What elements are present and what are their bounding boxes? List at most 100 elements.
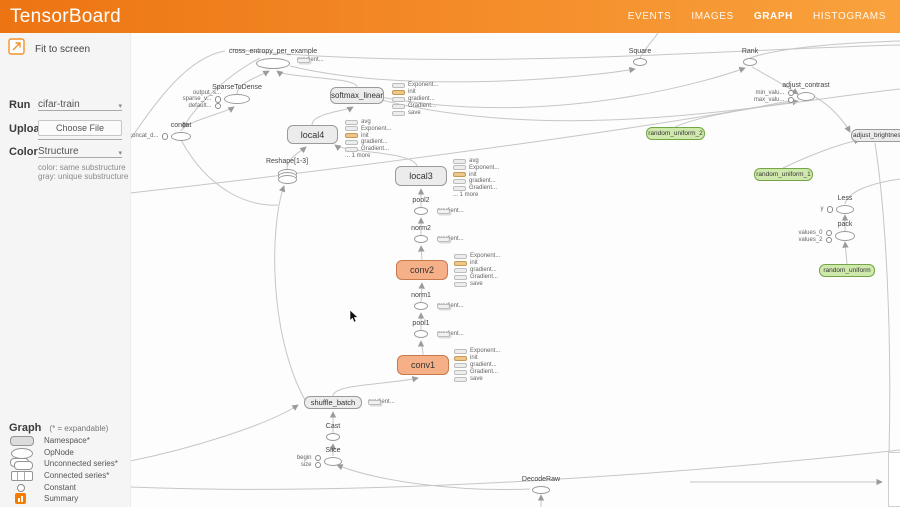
legend-item: Constant [8, 481, 130, 493]
annotation[interactable]: Gradient... [345, 146, 389, 152]
annotation[interactable]: gradient... [454, 267, 497, 273]
annotation[interactable]: gradient... [297, 57, 324, 63]
annotation[interactable]: save [454, 281, 483, 287]
annotation[interactable]: Exponent... [454, 348, 500, 354]
annotation-label: Exponent... [361, 125, 392, 132]
fit-to-screen-button[interactable]: Fit to screen [8, 38, 90, 60]
opnode-concat[interactable] [171, 131, 191, 141]
annotation[interactable]: gradient... [437, 303, 464, 309]
annotation[interactable]: gradient... [392, 96, 435, 102]
annotation-label: init [470, 355, 478, 361]
node-random-uniform-1[interactable]: random_uniform_1 [754, 168, 813, 181]
annotation-label: init [470, 260, 478, 266]
annotation-chip [454, 260, 467, 266]
edge [336, 464, 531, 491]
annotation-label: Gradient... [469, 185, 498, 192]
opnode-cast[interactable] [326, 433, 340, 441]
opnode-pool1[interactable] [414, 330, 428, 338]
connected-series-icon [8, 470, 36, 482]
annotation-label: gradient... [437, 208, 464, 214]
annotation-chip [453, 178, 466, 184]
node-local4[interactable]: local4 [287, 125, 338, 144]
opnode-slice[interactable] [324, 456, 342, 466]
node-conv2[interactable]: conv2 [396, 260, 448, 280]
annotation-label: gradient... [368, 399, 395, 405]
run-select-value: cifar-train [38, 99, 80, 110]
annotation[interactable]: init [453, 172, 477, 178]
annotation[interactable]: Exponent... [454, 253, 500, 259]
annotation[interactable]: gradient... [437, 208, 464, 214]
annotation[interactable]: gradient... [345, 139, 388, 145]
annotation[interactable]: Exponent... [392, 82, 438, 88]
annotation[interactable]: gradient... [454, 362, 497, 368]
chevron-down-icon: ▾ [118, 150, 122, 157]
annotation-chip [392, 103, 405, 109]
tab-histograms[interactable]: HISTOGRAMS [812, 11, 886, 22]
opnode-cross-entropy-per-example[interactable] [256, 57, 290, 69]
node-local3[interactable]: local3 [395, 166, 447, 186]
node-conv1[interactable]: conv1 [397, 355, 449, 375]
annotation[interactable]: init [392, 89, 416, 95]
annotation-chip [454, 362, 467, 368]
edge [130, 449, 900, 490]
opnode-adjust-contrast[interactable] [797, 91, 815, 101]
legend-item-label: Summary [44, 494, 79, 504]
annotation[interactable]: gradient... [368, 399, 395, 405]
annotation-chip [437, 331, 450, 337]
annotation[interactable]: Gradient... [454, 274, 498, 280]
legend-item-label: Connected series* [44, 471, 110, 481]
annotation[interactable]: ... 1 more [345, 153, 370, 159]
legend-item: OpNode [8, 447, 130, 459]
annotation-chip [437, 236, 450, 242]
edge [639, 33, 659, 59]
annotation[interactable]: gradient... [453, 178, 496, 184]
annotation[interactable]: ... 1 more [453, 192, 478, 198]
annotation[interactable]: save [454, 376, 483, 382]
annotation[interactable]: Gradient... [454, 369, 498, 375]
choose-file-button[interactable]: Choose File [38, 120, 122, 136]
opnode-norm2[interactable] [414, 235, 428, 243]
annotation[interactable]: Gradient... [453, 185, 497, 191]
node-random-uniform-2[interactable]: random_uniform_2 [646, 127, 705, 140]
annotation[interactable]: Exponent... [345, 126, 391, 132]
annotation[interactable]: avg [345, 119, 371, 125]
series-node-reshape-1-3[interactable] [278, 169, 297, 184]
legend-title: Graph [9, 422, 42, 434]
tab-images[interactable]: IMAGES [691, 11, 734, 22]
annotation-label: gradient... [408, 96, 435, 102]
annotation[interactable]: init [454, 260, 478, 266]
annotation[interactable]: Exponent... [453, 165, 499, 171]
node-shuffle-batch[interactable]: shuffle_batch [304, 396, 362, 409]
opnode-icon [8, 446, 36, 459]
annotation[interactable]: avg [453, 158, 479, 164]
edge [844, 178, 900, 205]
node-random-uniform[interactable]: random_uniform [819, 264, 875, 277]
annotation[interactable]: gradient... [437, 331, 464, 337]
annotation[interactable]: init [345, 133, 369, 139]
run-select[interactable]: cifar-train ▾ [38, 96, 122, 111]
opnode-norm1[interactable] [414, 302, 428, 310]
opnode-pack[interactable] [835, 231, 855, 241]
auxiliary-nodes-box [888, 452, 900, 507]
opnode-pool2[interactable] [414, 207, 428, 215]
annotation-label: ... 1 more [345, 153, 371, 159]
annotation[interactable]: init [454, 355, 478, 361]
annotation[interactable]: Gradient... [392, 103, 436, 109]
annotation[interactable]: gradient... [437, 236, 464, 242]
edge [782, 137, 861, 169]
opnode-decoderaw[interactable] [532, 486, 550, 494]
edge [749, 40, 900, 59]
color-select[interactable]: Structure ▾ [38, 143, 122, 158]
tab-graph[interactable]: GRAPH [753, 11, 793, 22]
tab-events[interactable]: EVENTS [627, 11, 672, 22]
node-softmax-linear[interactable]: softmax_linear [330, 87, 384, 104]
node-adjust-brightness[interactable]: adjust_brightness [851, 129, 900, 142]
graph-edges [130, 33, 900, 507]
opnode-less[interactable] [836, 204, 854, 214]
graph-canvas[interactable]: softmax_linear local4 local3 conv2 conv1 shuf… [129, 33, 900, 507]
opnode-sparsetodense[interactable] [224, 94, 250, 104]
annotation[interactable]: save [392, 110, 421, 116]
opnode-square[interactable] [633, 58, 647, 66]
opnode-rank[interactable] [743, 58, 757, 66]
